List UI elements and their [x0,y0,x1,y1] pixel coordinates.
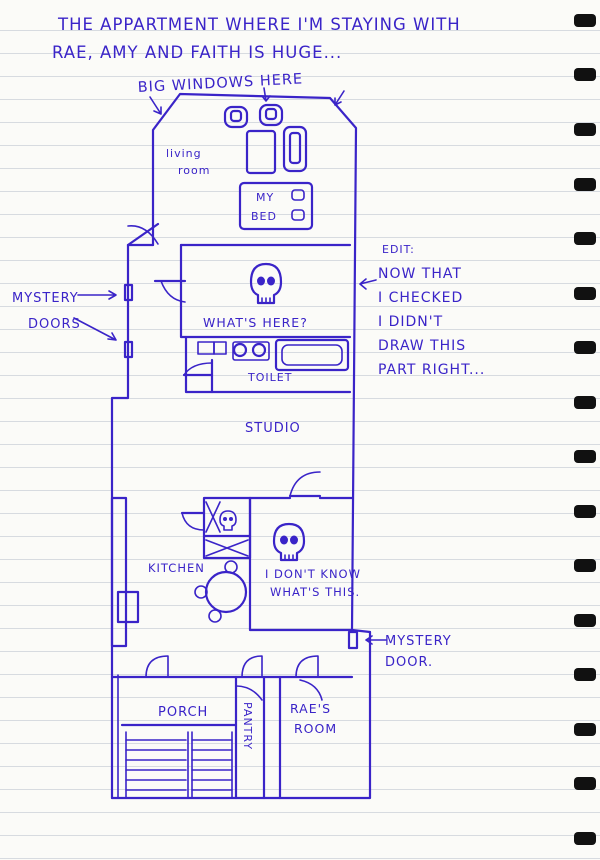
arrow-icon [73,290,117,341]
header-line-1: THE APPARTMENT WHERE I'M STAYING WITH [57,15,461,34]
windows-label: BIG WINDOWS HERE [137,71,303,96]
header-line-2: RAE, AMY AND FAITH IS HUGE... [52,43,342,62]
kitchen-cabinets [202,496,252,560]
door-swing-icon [126,222,160,247]
studio-label: STUDIO [245,421,301,436]
armchair-icon [223,103,284,129]
spiral-binding [574,14,596,845]
living-room-label-1: living [166,147,202,160]
edit-label-5: DRAW THIS [378,338,466,354]
whats-here-room: WHAT'S HERE? [153,243,352,339]
toilet-label: TOILET [247,371,292,384]
unknown-room-label-2: WHAT'S THIS. [270,585,360,599]
edit-label-2: NOW THAT [378,266,462,282]
kitchen-label: KITCHEN [148,561,205,575]
skull-icon [219,510,237,531]
porch-label: PORCH [158,705,208,720]
mystery-doors [123,283,134,359]
raes-room-label-1: RAE'S [290,701,331,716]
table-icon [245,129,277,175]
bottom-partitions [110,675,354,800]
table-icon [194,560,248,623]
edit-label-1: EDIT: [382,243,415,256]
living-room-label-2: room [178,164,210,177]
door-swing-icon [288,471,322,498]
arrow-icon [149,87,345,115]
mystery-doors-label-2: DOORS [28,317,81,332]
toilet-room: TOILET [182,335,352,394]
sink-icon [232,341,270,361]
door-swing-icon [145,655,323,701]
edit-label-4: I DIDN'T [378,314,443,330]
mystery-door-label-2: DOOR. [385,655,433,670]
raes-room-label-2: ROOM [294,721,337,736]
edit-label-6: PART RIGHT... [378,362,485,378]
skull-icon [249,262,283,305]
skull-icon [272,522,306,562]
arrow-icon [359,278,377,290]
unknown-room: I DON'T KNOW WHAT'S THIS. [248,496,361,650]
mystery-door-label-1: MYSTERY [385,634,452,649]
mystery-doors-label-1: MYSTERY [12,291,79,306]
arrow-icon [365,635,387,645]
outer-walls [110,92,372,800]
my-bed: MY BED [238,181,314,231]
bathtub-icon [274,338,350,372]
unknown-room-label-1: I DON'T KNOW [265,567,361,581]
whats-here-label: WHAT'S HERE? [203,315,308,330]
kitchen: KITCHEN [110,496,248,648]
edit-label-3: I CHECKED [378,290,463,306]
bed-label-2: BED [251,210,277,223]
sofa-icon [282,125,308,173]
door-swing-icon [180,511,206,531]
bed-label-1: MY [256,191,274,204]
pantry-label: PANTRY [241,702,254,750]
